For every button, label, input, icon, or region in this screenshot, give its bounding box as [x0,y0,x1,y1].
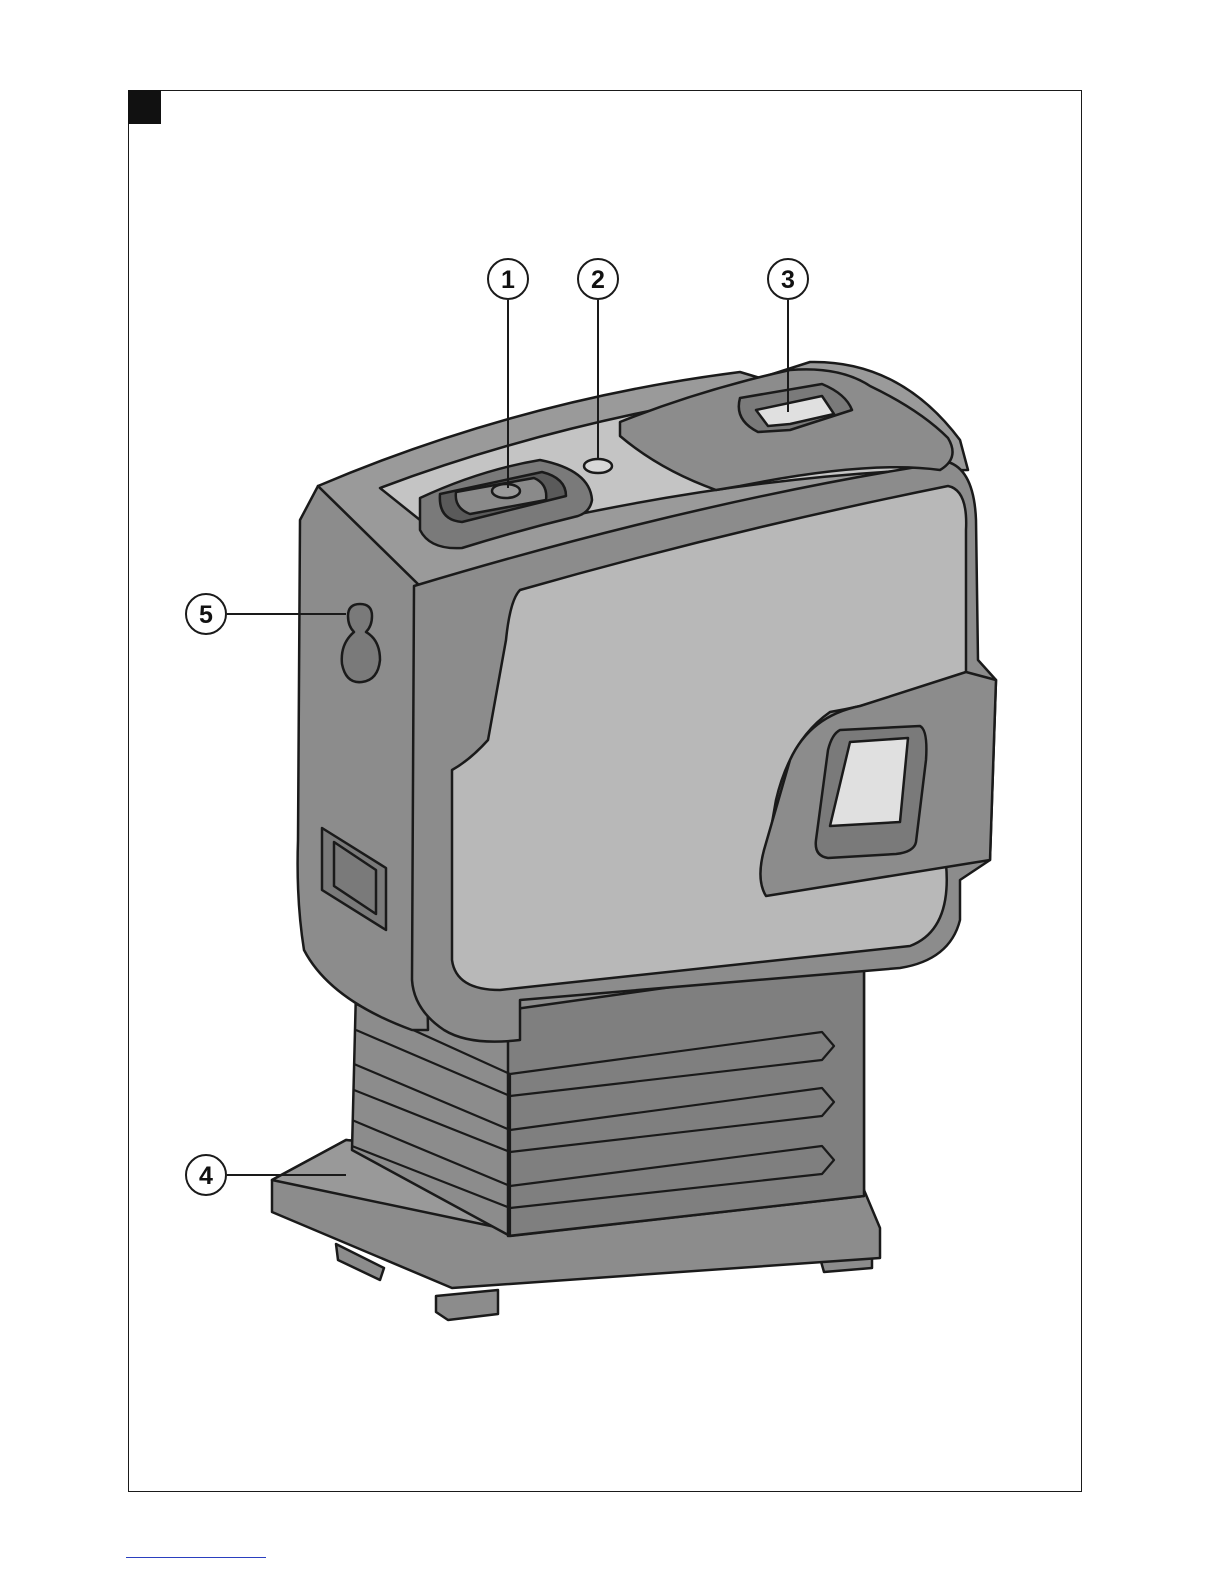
callout-5: 5 [186,594,226,634]
callout-1: 1 [488,259,528,299]
base-foot-pad [436,1290,498,1320]
callout-label: 3 [781,266,795,294]
callout-label: 2 [591,266,605,294]
callout-label: 1 [501,266,515,294]
callout-label: 5 [199,601,213,629]
stand-column-front [508,960,864,1236]
callout-2: 2 [578,259,618,299]
callout-3: 3 [768,259,808,299]
base-stand [272,960,880,1320]
led-indicator [584,459,612,473]
power-button-center [492,484,520,498]
footer-rule [126,1557,266,1558]
callout-label: 4 [199,1162,213,1190]
callout-4: 4 [186,1155,226,1195]
